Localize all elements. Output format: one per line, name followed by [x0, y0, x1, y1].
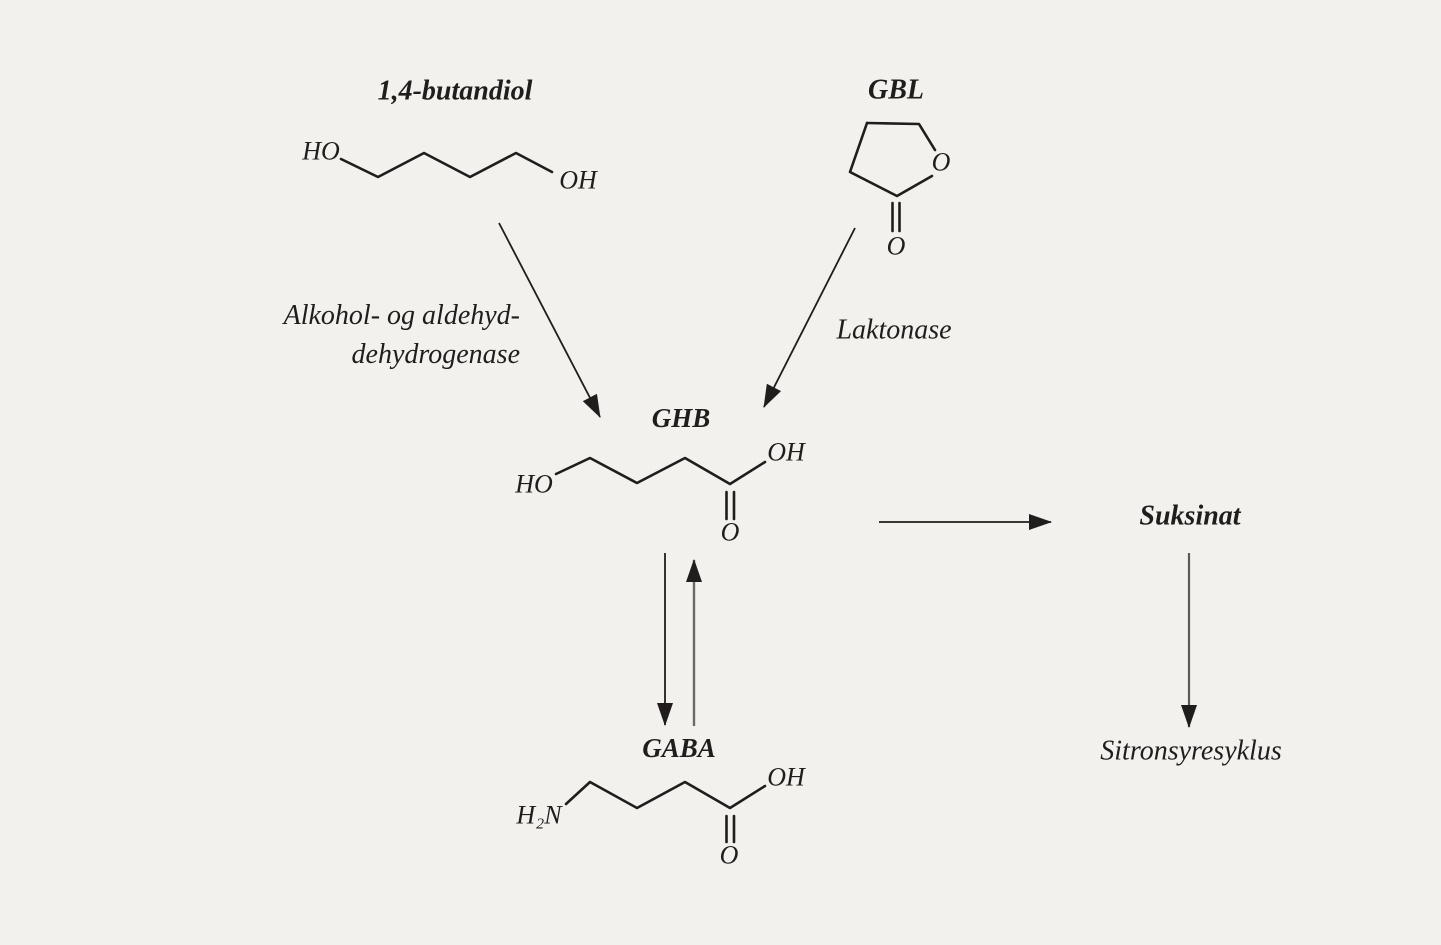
bond-gbl-ring-top [865, 121, 937, 152]
bond-gbl-ring-bottom [848, 121, 934, 198]
enzyme-label-laktonase: Laktonase [836, 314, 952, 346]
atom-label-butandiol-ho: HO [302, 136, 340, 166]
atom-label-ghb-ho: HO [515, 469, 553, 499]
bond-butandiol-chain [339, 151, 554, 179]
atom-label-gaba-amine: H₂N [516, 800, 562, 830]
double-bond-gbl-carbonyl [891, 201, 901, 233]
compound-label-suksinat: Suksinat [1139, 500, 1241, 532]
atom-label-gbl-carbonyl-o: O [886, 231, 906, 261]
bond-ghb-chain [554, 456, 767, 486]
bond-gaba-chain [564, 780, 767, 810]
arrow-gbl-to-ghb [763, 227, 856, 408]
compound-label-gbl: GBL [868, 74, 924, 106]
compound-label-butandiol: 1,4-butandiol [377, 75, 533, 107]
compound-label-gaba: GABA [642, 733, 716, 764]
double-bond-ghb-carbonyl [725, 490, 736, 521]
atom-label-ghb-oh: OH [767, 437, 805, 467]
enzyme-label-alkohol-aldehyd-dehydrogenase: Alkohol- og aldehyd- dehydrogenase [284, 296, 520, 374]
enzyme-label-line2: dehydrogenase [351, 339, 520, 370]
atom-label-gaba-oh: OH [767, 762, 805, 792]
compound-label-sitronsyresyklus: Sitronsyresyklus [1100, 735, 1282, 767]
atom-label-butandiol-oh: OH [559, 165, 597, 195]
double-bond-gaba-carbonyl [725, 814, 736, 844]
compound-label-ghb: GHB [651, 403, 711, 434]
arrow-butandiol-to-ghb [498, 222, 601, 418]
atom-label-ghb-carbonyl-o: O [720, 517, 740, 547]
enzyme-label-line1: Alkohol- og aldehyd- [283, 300, 520, 331]
atom-label-gaba-carbonyl-o: O [719, 840, 739, 870]
atom-label-gbl-ring-o: O [931, 147, 951, 177]
